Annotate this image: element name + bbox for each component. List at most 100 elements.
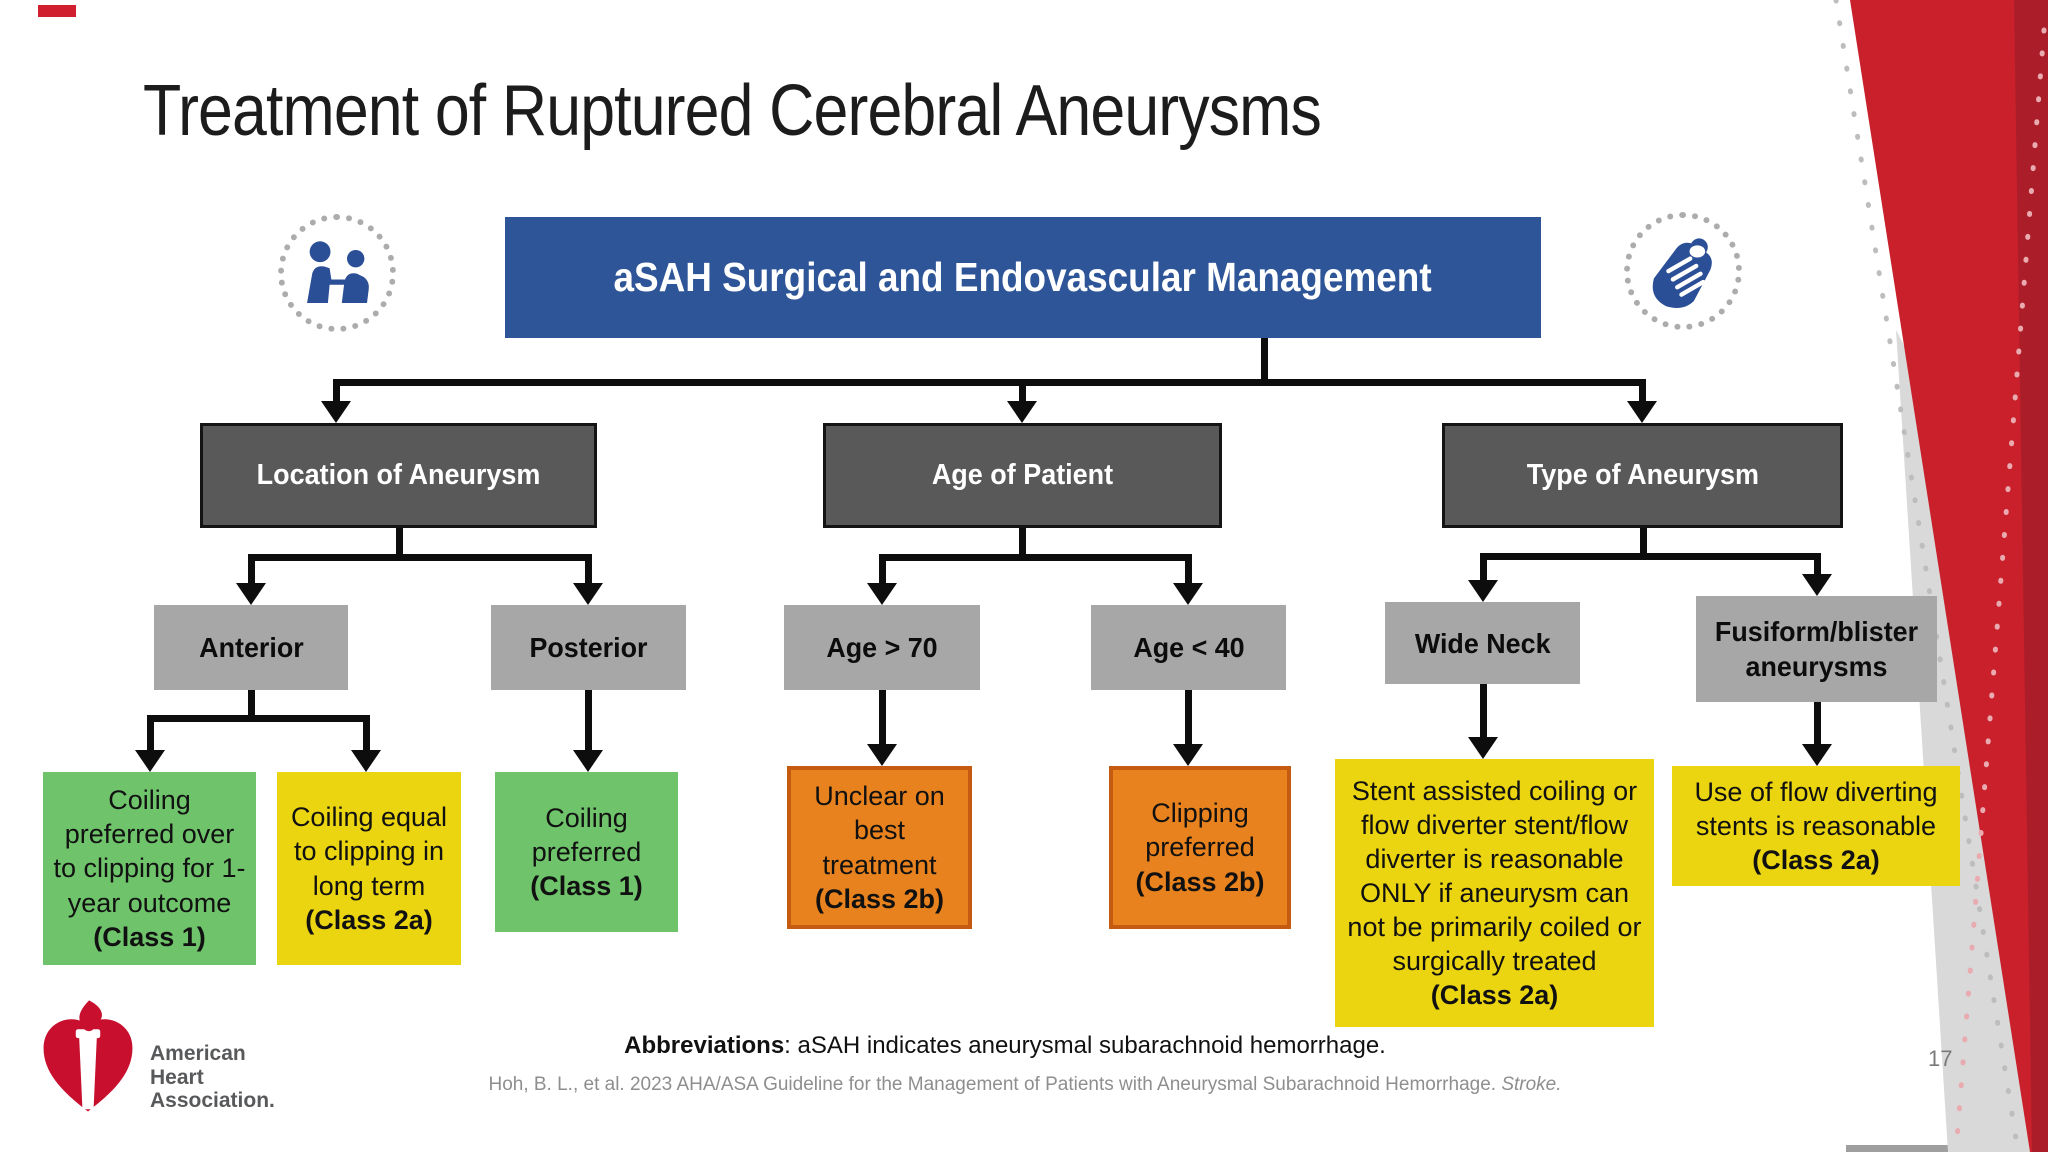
outcome-text: Coiling equal to clipping in long term — [290, 802, 448, 901]
flow-arrow — [1802, 574, 1832, 596]
criterion-box-age-over-70: Age > 70 — [784, 605, 980, 690]
flow-connector — [1480, 684, 1487, 738]
flow-connector — [879, 554, 886, 583]
abbreviations-text: : aSAH indicates aneurysmal subarachnoid… — [784, 1032, 1386, 1059]
outcome-class-label: (Class 2a) — [1430, 980, 1559, 1011]
flow-connector — [1019, 528, 1026, 561]
criterion-label: Age > 70 — [826, 632, 938, 663]
criterion-label: Anterior — [198, 632, 304, 663]
slide-title: Treatment of Ruptured Cerebral Aneurysms — [143, 71, 1322, 151]
flow-arrow — [1173, 744, 1203, 766]
flow-connector — [1185, 690, 1192, 745]
surgical-hands-icon — [1624, 212, 1742, 330]
aha-logo-text: American Heart Association. — [150, 1042, 275, 1113]
flow-arrow — [321, 401, 351, 423]
criterion-label: Wide Neck — [1414, 627, 1551, 659]
flow-connector — [147, 715, 154, 751]
aha-logo: American Heart Association. — [38, 998, 378, 1133]
flow-arrow — [1007, 401, 1037, 423]
flow-connector — [333, 379, 340, 405]
flow-connector — [1261, 338, 1268, 384]
outcome-class-label: (Class 2b) — [814, 883, 945, 914]
criterion-box-age-under-40: Age < 40 — [1091, 605, 1286, 690]
flow-arrow — [1468, 580, 1498, 602]
criterion-box-posterior: Posterior — [491, 605, 686, 690]
flow-connector — [147, 715, 370, 722]
flow-arrow — [236, 583, 266, 605]
flow-arrow — [1627, 401, 1657, 423]
aha-logo-line: American — [150, 1042, 246, 1065]
flow-connector — [1814, 553, 1821, 575]
outcome-box-fusiform-flow-diverting: Use of flow diverting stents is reasonab… — [1672, 766, 1960, 886]
flow-arrow — [351, 750, 381, 772]
flow-root-box: aSAH Surgical and Endovascular Managemen… — [505, 217, 1541, 338]
criterion-label: Posterior — [529, 632, 648, 663]
surgical-hands-glyph — [1652, 237, 1712, 308]
criterion-box-wide-neck: Wide Neck — [1385, 602, 1580, 684]
branch-label: Age of Patient — [931, 459, 1114, 491]
outcome-box-anterior-longterm: Coiling equal to clipping in long term (… — [277, 772, 461, 965]
abbreviations-label: Abbreviations — [624, 1032, 785, 1059]
red-dash-decoration — [38, 5, 76, 17]
flow-connector — [248, 690, 255, 720]
flow-connector — [248, 554, 255, 583]
outcome-text: Coiling preferred — [531, 802, 642, 867]
flow-connector — [396, 528, 403, 561]
outcome-class-label: (Class 1) — [93, 921, 206, 952]
flow-connector — [1639, 379, 1646, 405]
outcome-class-label: (Class 2a) — [305, 904, 433, 935]
outcome-text: Unclear on best treatment — [814, 781, 945, 880]
branch-box-age: Age of Patient — [823, 423, 1222, 528]
flow-arrow — [135, 750, 165, 772]
flow-connector — [879, 690, 886, 745]
flow-arrow — [867, 744, 897, 766]
criterion-label: Age < 40 — [1132, 632, 1245, 663]
flow-connector — [333, 379, 1645, 386]
flow-root-label: aSAH Surgical and Endovascular Managemen… — [613, 254, 1433, 300]
outcome-box-posterior-coiling: Coiling preferred (Class 1) — [495, 772, 678, 932]
flow-connector — [879, 554, 1192, 561]
flow-connector — [1019, 379, 1026, 405]
outcome-text: Use of flow diverting stents is reasonab… — [1694, 776, 1938, 841]
clinician-patient-icon — [278, 214, 396, 332]
outcome-box-age-over-70-unclear: Unclear on best treatment (Class 2b) — [787, 766, 972, 929]
clinician-patient-glyph — [306, 240, 369, 303]
criterion-box-anterior: Anterior — [154, 605, 348, 690]
flow-arrow — [1173, 583, 1203, 605]
flow-connector — [585, 690, 592, 751]
outcome-class-label: (Class 2b) — [1135, 866, 1265, 897]
flow-connector — [363, 715, 370, 751]
flow-arrow — [867, 583, 897, 605]
outcome-text: Coiling preferred over to clipping for 1… — [53, 785, 246, 918]
flow-connector — [248, 554, 592, 561]
outcome-text: Clipping preferred — [1145, 798, 1255, 863]
flow-arrow — [1802, 744, 1832, 766]
citation-journal: Stroke. — [1501, 1074, 1562, 1095]
outcome-class-label: (Class 2a) — [1752, 845, 1880, 875]
citation: Hoh, B. L., et al. 2023 AHA/ASA Guidelin… — [0, 1074, 2048, 1096]
flow-connector — [1480, 553, 1487, 580]
flow-connector — [1814, 702, 1821, 745]
flow-connector — [1640, 528, 1647, 559]
flow-connector — [585, 554, 592, 583]
outcome-box-age-under-40-clipping: Clipping preferred (Class 2b) — [1109, 766, 1291, 929]
aha-logo-line: Association. — [150, 1089, 275, 1113]
outcome-box-anterior-coiling: Coiling preferred over to clipping for 1… — [43, 772, 256, 965]
branch-box-type: Type of Aneurysm — [1442, 423, 1843, 528]
branch-label: Type of Aneurysm — [1526, 459, 1759, 491]
flow-connector — [1185, 554, 1192, 583]
outcome-box-wide-neck-stent: Stent assisted coiling or flow diverter … — [1335, 759, 1654, 1027]
page-number: 17 — [1928, 1046, 1953, 1071]
outcome-text: Stent assisted coiling or flow diverter … — [1347, 775, 1642, 977]
flow-arrow — [1468, 737, 1498, 759]
branch-label: Location of Aneurysm — [256, 459, 541, 491]
aha-logo-line: Heart — [150, 1065, 204, 1089]
aha-heart-torch-icon — [43, 1000, 133, 1112]
outcome-class-label: (Class 1) — [530, 871, 643, 901]
flow-arrow — [573, 583, 603, 605]
citation-text: Hoh, B. L., et al. 2023 AHA/ASA Guidelin… — [488, 1074, 1502, 1095]
flow-arrow — [573, 750, 603, 772]
flow-connector — [1480, 553, 1821, 560]
